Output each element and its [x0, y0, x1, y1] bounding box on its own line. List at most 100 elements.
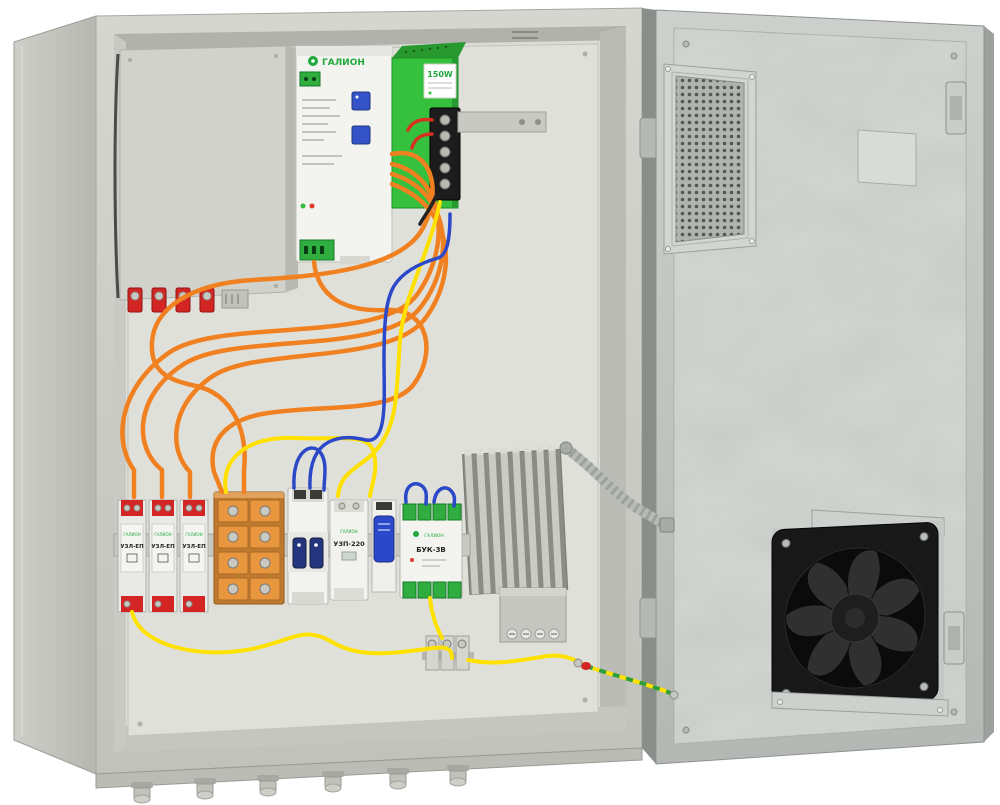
terminal-screw [185, 600, 193, 608]
conduit-fitting-cabinet [559, 441, 573, 455]
bracket-screw [777, 699, 783, 705]
interior-right-wall [600, 26, 626, 730]
module-brand: ГАЛИОН [185, 532, 202, 537]
cable-gland [131, 782, 153, 804]
module-brand: ГАЛИОН [123, 532, 140, 537]
connector-slots [225, 294, 239, 304]
psu-power-label: 150W [427, 70, 453, 79]
handle-grip-lines [378, 523, 390, 531]
grille-screws [665, 66, 755, 252]
junction-box-top [500, 588, 566, 596]
floor-terminal-block [422, 635, 474, 671]
interior-top-lip [114, 26, 626, 50]
terminal-slot [310, 490, 322, 499]
blue-wire-bundle [292, 212, 457, 508]
red-terminal [127, 287, 143, 313]
door-plate [857, 129, 917, 187]
cert-mark [157, 553, 169, 563]
power-supply: 150W [391, 42, 547, 209]
cable-gland [322, 771, 344, 793]
green-connector-bottom [299, 239, 335, 261]
module-bottom-terminal [183, 596, 205, 612]
heater-fins [464, 449, 563, 595]
red-terminal [151, 287, 167, 313]
uzp-label: УЗП-220 [333, 540, 365, 548]
terminal-screw [154, 600, 162, 608]
psu-label-lines [428, 82, 452, 89]
circuit-breaker [287, 487, 329, 605]
black-cable [113, 53, 120, 299]
door-conduit [559, 441, 675, 533]
module-label-area [182, 523, 206, 573]
cable-gland [387, 768, 409, 790]
cabinet-door [655, 9, 994, 765]
cable-gland [257, 775, 279, 797]
heater-fin-tops [464, 444, 556, 456]
controller-brand-label: ГАЛИОН [322, 58, 365, 68]
red-wire-stubs [406, 117, 434, 150]
terminal-hole [304, 77, 308, 81]
module-bottom-terminal [121, 596, 143, 612]
buk-led [410, 558, 414, 562]
disconnect-module [371, 499, 397, 593]
module-label: УЗЛ-ЕП [151, 544, 175, 550]
cable-glands [131, 765, 469, 804]
rail-hole [535, 119, 541, 125]
conduit-corrugation [563, 443, 669, 531]
orange-terminal-screws [227, 505, 271, 595]
grille-perforated-panel [675, 75, 745, 243]
orange-block-highlight [214, 492, 284, 498]
terminal-screw [154, 291, 164, 301]
door-face-bolts [682, 40, 958, 734]
relay-block [351, 91, 371, 111]
door-ground-wire [573, 658, 679, 700]
terminal-screw [123, 504, 131, 512]
vent-grille [663, 63, 757, 255]
plate-vent-slots [512, 31, 538, 39]
cert-mark [126, 553, 138, 563]
module-label: УЗЛ-ЕП [182, 544, 206, 550]
connector-slot [320, 246, 324, 254]
red-terminal [199, 287, 215, 313]
module-bottom-terminal [152, 596, 174, 612]
buk-logo-icon [413, 531, 419, 537]
din-rail-top [457, 111, 547, 133]
module-label: УЗЛ-ЕП [120, 544, 144, 550]
buk-text-lines [422, 559, 446, 567]
buk-brand: ГАЛИОН [424, 533, 444, 539]
orange-terminal-block [213, 491, 285, 605]
terminal-screw [154, 504, 162, 512]
buk-top-terminals [402, 503, 462, 521]
uzp-body [329, 499, 369, 601]
relay-dot [355, 95, 359, 99]
fan-bracket-bottom [771, 691, 949, 717]
terminal-screw [185, 504, 193, 512]
fan-assembly [771, 509, 949, 717]
ground-bolt-cabinet [573, 658, 583, 668]
green-terminal-top [299, 71, 321, 87]
controller-module: ГАЛИОН [295, 45, 393, 264]
enclosure-side [286, 46, 298, 292]
conduit-fitting-door [659, 517, 675, 533]
surge-module-3: ГАЛИОН УЗЛ-ЕП [179, 499, 209, 613]
status-led-green [300, 203, 306, 209]
door-latch-bottom [943, 611, 965, 665]
door-hinge-edge [642, 8, 656, 764]
psu-dc-ok-led [428, 91, 432, 95]
terminal-screw [164, 504, 172, 512]
rail-hole [519, 119, 525, 125]
uzp-bottom-cap [334, 588, 364, 600]
status-led-red [309, 203, 315, 209]
enclosure-front [119, 45, 287, 301]
bottom-flange [95, 747, 643, 789]
psu-terminal-screws [439, 114, 451, 190]
fan-hub-center [845, 607, 865, 629]
ground-wire-green-stripe [585, 664, 673, 696]
din-clip [340, 256, 370, 264]
breaker-toggle [309, 537, 324, 569]
terminal-screw [202, 291, 212, 301]
connector-slot [304, 246, 308, 254]
terminal-slot [294, 490, 306, 499]
